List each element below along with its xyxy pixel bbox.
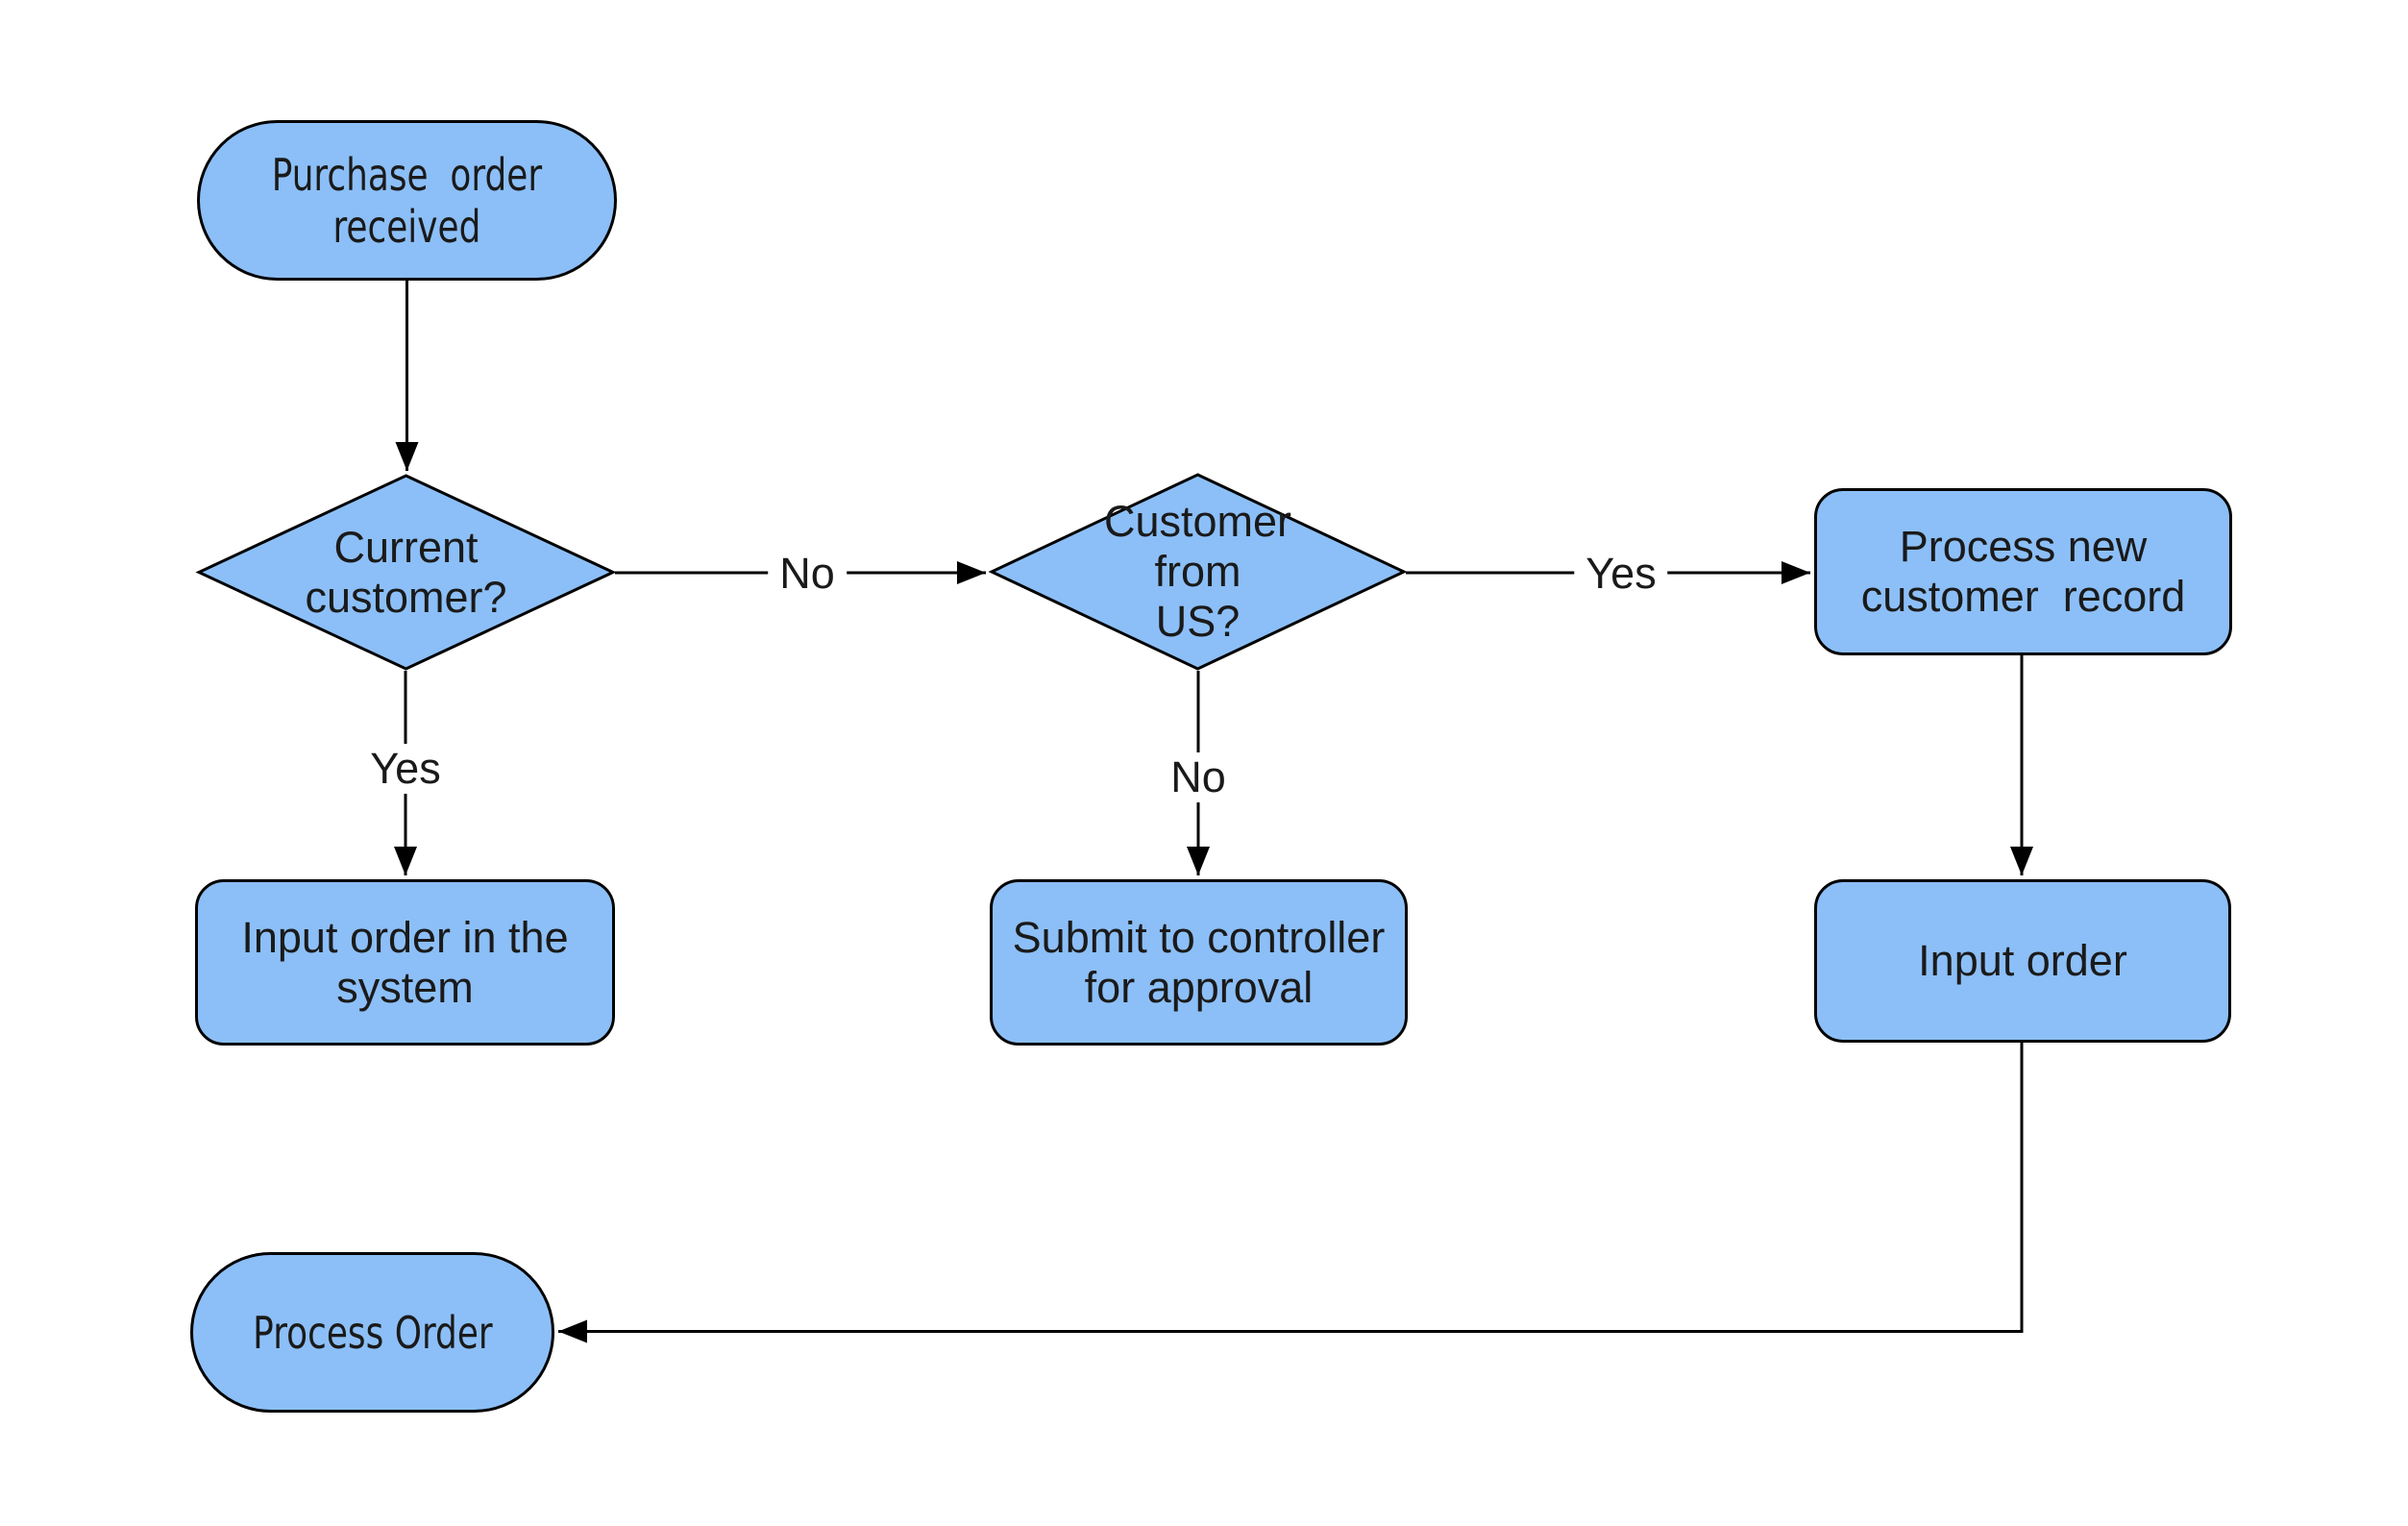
node-submit-to-controller-label: Submit to controller for approval: [1012, 912, 1386, 1012]
node-process-order-label: Process Order: [252, 1306, 493, 1359]
node-submit-to-controller: Submit to controller for approval: [990, 879, 1408, 1046]
node-decision-current-customer-label: Current customer?: [305, 522, 507, 622]
node-process-new-customer-record: Process new customer record: [1814, 488, 2232, 655]
edge-label-no-us-to-controller: No: [1159, 752, 1238, 802]
node-decision-customer-from-us-label: Customer from US?: [1103, 497, 1292, 646]
node-input-order-label: Input order: [1918, 936, 2127, 985]
node-start-terminator: Purchase order received: [197, 120, 617, 281]
connector-input-order-to-process-order: [558, 1043, 2024, 1343]
edge-label-yes-current-to-input-system: Yes: [358, 744, 453, 794]
node-input-order: Input order: [1814, 879, 2231, 1043]
node-input-order-in-the-system: Input order in the system: [195, 879, 615, 1046]
edge-label-no-current-to-us: No: [768, 549, 847, 599]
diamond-shape: [988, 473, 1408, 671]
edge-label-yes-us-to-new-record: Yes: [1574, 549, 1668, 599]
diamond-shape: [195, 474, 617, 671]
node-process-order-terminator: Process Order: [190, 1252, 554, 1413]
node-input-order-in-the-system-label: Input order in the system: [241, 912, 569, 1012]
node-decision-current-customer: Current customer?: [195, 474, 617, 671]
node-process-new-customer-record-label: Process new customer record: [1860, 522, 2186, 621]
node-start-label: Purchase order received: [271, 148, 543, 253]
node-decision-customer-from-us: Customer from US?: [988, 473, 1408, 671]
